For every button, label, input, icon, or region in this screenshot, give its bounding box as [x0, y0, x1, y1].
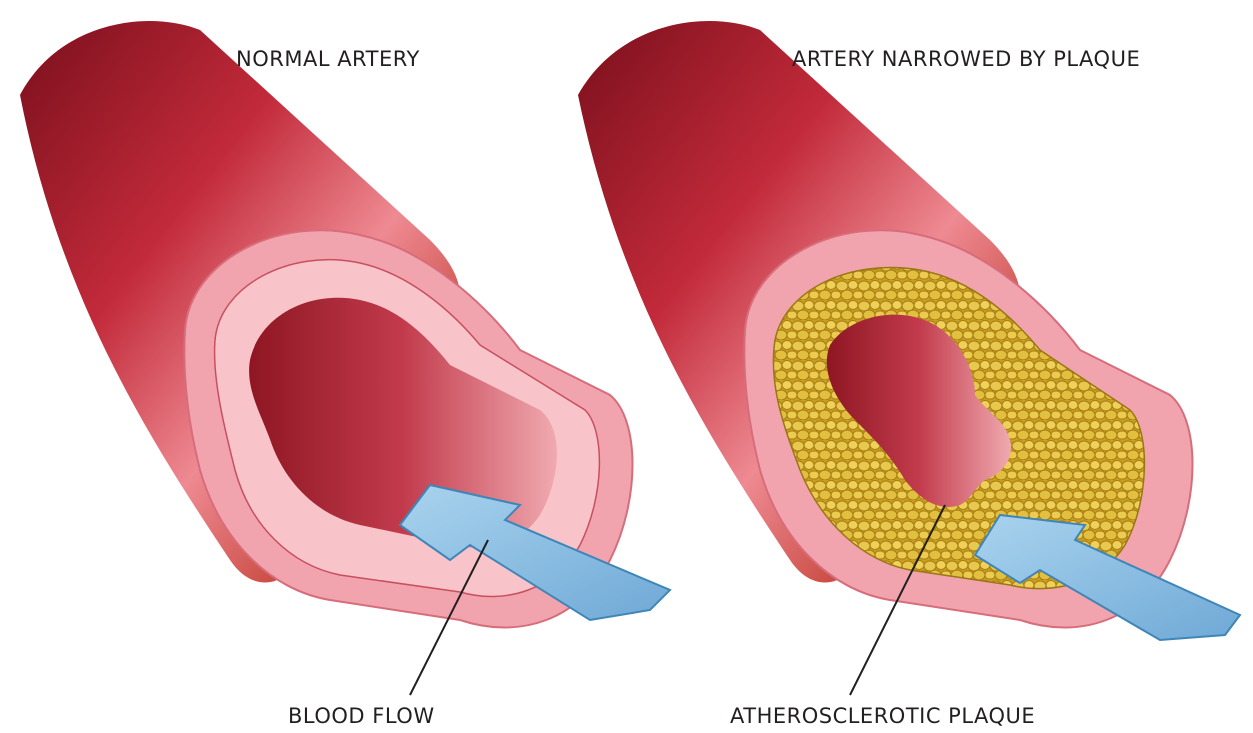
- label-normal-artery: NORMAL ARTERY: [236, 47, 420, 71]
- narrowed-artery-illustration: [578, 21, 1240, 695]
- label-blood-flow: BLOOD FLOW: [288, 704, 435, 728]
- label-atherosclerotic-plaque: ATHEROSCLEROTIC PLAQUE: [730, 704, 1035, 728]
- normal-artery-illustration: [20, 21, 670, 695]
- label-narrowed-artery: ARTERY NARROWED BY PLAQUE: [792, 47, 1140, 71]
